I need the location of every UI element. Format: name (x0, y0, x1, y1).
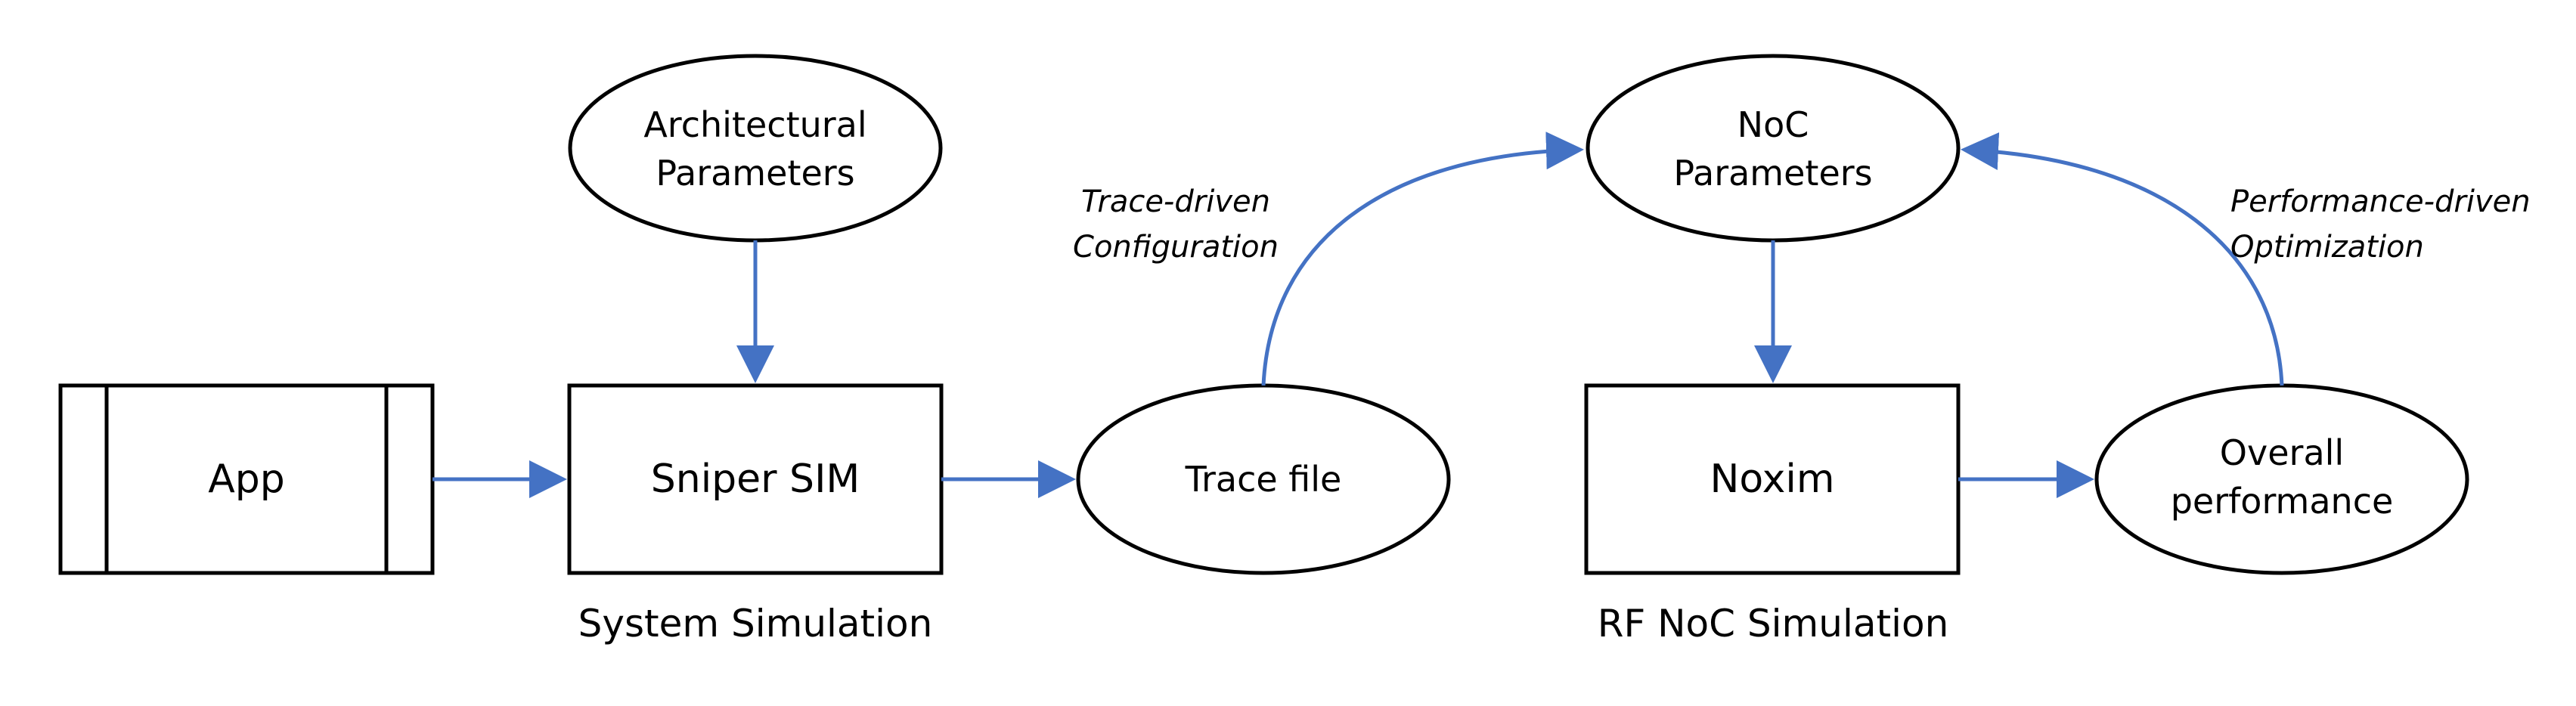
system-simulation-caption: System Simulation (578, 602, 933, 646)
overall-performance-label-line2: performance (2171, 481, 2394, 522)
overall-performance-label-line1: Overall (2220, 432, 2344, 473)
architectural-parameters-label-line2: Parameters (656, 153, 854, 194)
sniper-sim-node: Sniper SIM (567, 383, 944, 575)
app-label: App (208, 457, 285, 502)
arrow-trace-file-to-noc-params (1261, 132, 1584, 386)
noxim-label: Noxim (1710, 457, 1835, 502)
architectural-parameters-label-line1: Architectural (643, 104, 866, 145)
trace-driven-annotation-line1: Trace-driven (1081, 184, 1270, 219)
overall-performance-node: Overall performance (2094, 383, 2469, 575)
rf-noc-simulation-caption: RF NoC Simulation (1598, 602, 1949, 646)
trace-file-node: Trace file (1076, 383, 1451, 575)
noc-parameters-node: NoC Parameters (1586, 54, 1961, 243)
architectural-parameters-node: Architectural Parameters (568, 54, 943, 243)
trace-driven-annotation-line2: Configuration (1073, 230, 1279, 265)
performance-driven-annotation-line1: Performance-driven (2230, 184, 2531, 219)
arrow-overall-performance-to-noc-params (1961, 132, 2284, 386)
noc-parameters-label-line1: NoC (1737, 104, 1809, 145)
performance-driven-annotation-line2: Optimization (2230, 230, 2424, 265)
noxim-node: Noxim (1584, 383, 1961, 575)
trace-file-label: Trace file (1185, 459, 1342, 500)
sniper-sim-label: Sniper SIM (651, 457, 860, 502)
app-node: App (58, 383, 435, 575)
noc-parameters-label-line2: Parameters (1673, 153, 1872, 194)
